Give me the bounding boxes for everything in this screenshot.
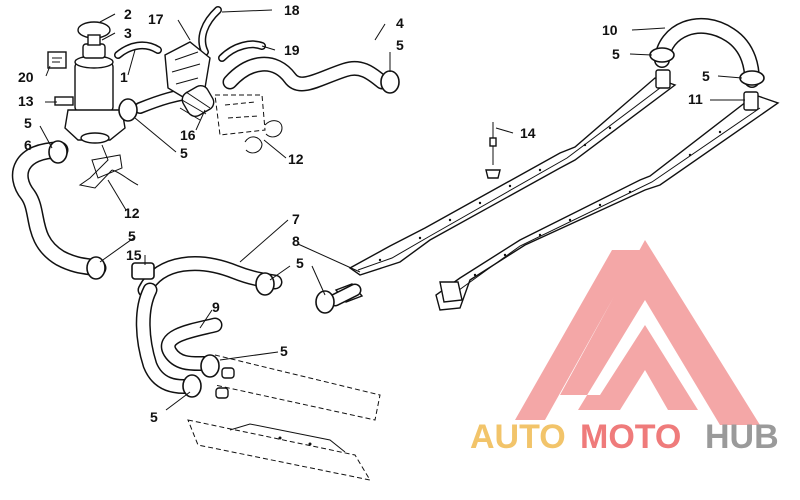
callout-13: 13: [18, 93, 34, 109]
coolant-reservoir: [47, 21, 126, 189]
callout-14: 14: [520, 125, 536, 141]
callout-10: 10: [602, 22, 618, 38]
callout-9: 9: [212, 299, 220, 315]
heat-exchanger-assembly: [334, 69, 780, 311]
callout-19: 19: [284, 42, 300, 58]
callout-5-left-lower: 5: [128, 228, 136, 244]
callout-labels: 2 3 1 17 18 19 4 5 10 5 5 11 14 20 13 5 …: [18, 2, 710, 425]
watermark-word-auto: AUTO: [470, 418, 566, 456]
callout-11: 11: [688, 91, 703, 107]
leader-lines: [29, 9, 745, 411]
watermark-wordmark: AUTO MOTO HUB: [470, 418, 779, 456]
callout-5-lower-right: 5: [280, 343, 288, 359]
callout-5-top-right-a: 5: [612, 46, 620, 62]
callout-5-left-upper: 5: [24, 115, 32, 131]
callout-12-upper: 12: [288, 151, 304, 167]
hose-set: [11, 6, 760, 394]
callout-17: 17: [148, 11, 164, 27]
callout-8: 8: [292, 233, 300, 249]
callout-6: 6: [24, 137, 32, 153]
callout-4: 4: [396, 15, 404, 31]
triangle-a-logo-icon: [515, 240, 760, 425]
watermark-word-moto: MOTO: [580, 418, 681, 456]
callout-3: 3: [124, 25, 132, 41]
bleed-valve-14: [485, 122, 501, 179]
callout-2: 2: [124, 6, 132, 22]
watermark-word-hub: HUB: [705, 418, 779, 456]
callout-20: 20: [18, 69, 34, 85]
callout-12-lower: 12: [124, 205, 140, 221]
mounting-plate-16: [214, 94, 266, 136]
callout-5-top-right-b: 5: [702, 68, 710, 84]
callout-5-top-middle: 5: [396, 37, 404, 53]
callout-1: 1: [120, 69, 128, 85]
thermostat-housing: [164, 41, 215, 121]
callout-18: 18: [284, 2, 300, 18]
hose-clamps: [48, 47, 765, 398]
lower-skid-plate: [187, 354, 381, 481]
watermark-logo: [515, 240, 760, 425]
clip-bracket-12: [91, 120, 283, 186]
callout-15: 15: [126, 247, 142, 263]
callout-5-bottom: 5: [150, 409, 158, 425]
callout-7: 7: [292, 211, 300, 227]
callout-16: 16: [180, 127, 196, 143]
callout-5-middle: 5: [296, 255, 304, 271]
callout-5-center-upper: 5: [180, 145, 188, 161]
